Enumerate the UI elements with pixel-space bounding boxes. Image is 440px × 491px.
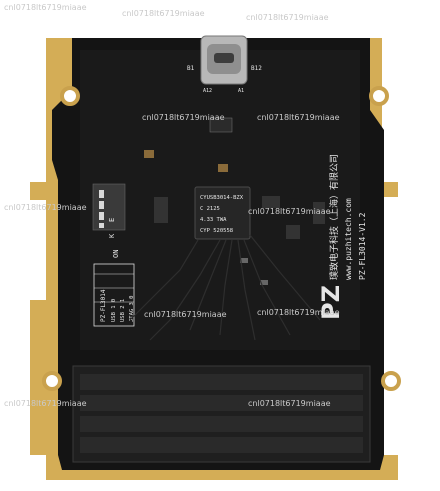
- svg-text:JTAG 3 0: JTAG 3 0: [129, 296, 135, 323]
- watermark: cnl0718lt6719miaae: [248, 207, 331, 216]
- svg-text:PZ-FL3014: PZ-FL3014: [100, 289, 107, 322]
- pin-map-text: PZ-FL3014 USB 1 0 USB 2 1 JTAG 3 0: [100, 289, 135, 322]
- chip-line-4: CYP 520558: [200, 228, 233, 234]
- usb-label-b1: B1: [187, 65, 195, 72]
- company-url: www.puzhitech.com: [344, 198, 353, 280]
- watermark: cnl0718lt6719miaae: [257, 113, 340, 122]
- chip-line-1: CYUSB3014-BZX: [200, 195, 244, 201]
- mounting-holes: [42, 86, 401, 391]
- usb-label-b12: B12: [251, 65, 262, 72]
- watermark: cnl0718lt6719miaae: [4, 399, 87, 408]
- watermark: cnl0718lt6719miaae: [4, 203, 87, 212]
- svg-text:USB 1 0: USB 1 0: [111, 299, 117, 322]
- svg-text:E: E: [108, 218, 116, 222]
- logo-text: PZ: [317, 285, 345, 320]
- watermark: cnl0718lt6719miaae: [246, 13, 329, 22]
- pin-map-table: [93, 263, 135, 327]
- svg-text:K: K: [108, 233, 116, 238]
- watermark: cnl0718lt6719miaae: [248, 399, 331, 408]
- watermark: cnl0718lt6719miaae: [257, 308, 340, 317]
- watermarks: cnl0718lt6719miaae cnl0718lt6719miaae cn…: [4, 3, 340, 408]
- main-chip: [194, 186, 251, 240]
- company-block: PZ 璞致电子科技（上海）有限公司 www.puzhitech.com PZ-F…: [317, 154, 367, 320]
- trace-lines: [129, 234, 321, 341]
- svg-text:ON: ON: [112, 250, 120, 258]
- board-connector: [72, 365, 371, 463]
- company-cn: 璞致电子科技（上海）有限公司: [328, 154, 340, 280]
- watermark: cnl0718lt6719miaae: [142, 113, 225, 122]
- chip-line-2: C 2125: [200, 206, 220, 212]
- svg-text:USB 2 1: USB 2 1: [120, 299, 126, 322]
- usb-c-connector: [200, 35, 248, 85]
- usb-pin-a12: A12: [203, 88, 212, 94]
- watermark: cnl0718lt6719miaae: [144, 310, 227, 319]
- dip-switch: [92, 183, 126, 231]
- usb-pin-a1: A1: [238, 88, 244, 94]
- switch-label: ON K E: [108, 218, 120, 258]
- watermark: cnl0718lt6719miaae: [122, 9, 205, 18]
- chip-line-3: 4.33 TWA: [200, 217, 227, 223]
- model-label: PZ-FL3014-V1.2: [358, 212, 367, 280]
- watermark: cnl0718lt6719miaae: [4, 3, 87, 12]
- smd-components: [144, 117, 325, 285]
